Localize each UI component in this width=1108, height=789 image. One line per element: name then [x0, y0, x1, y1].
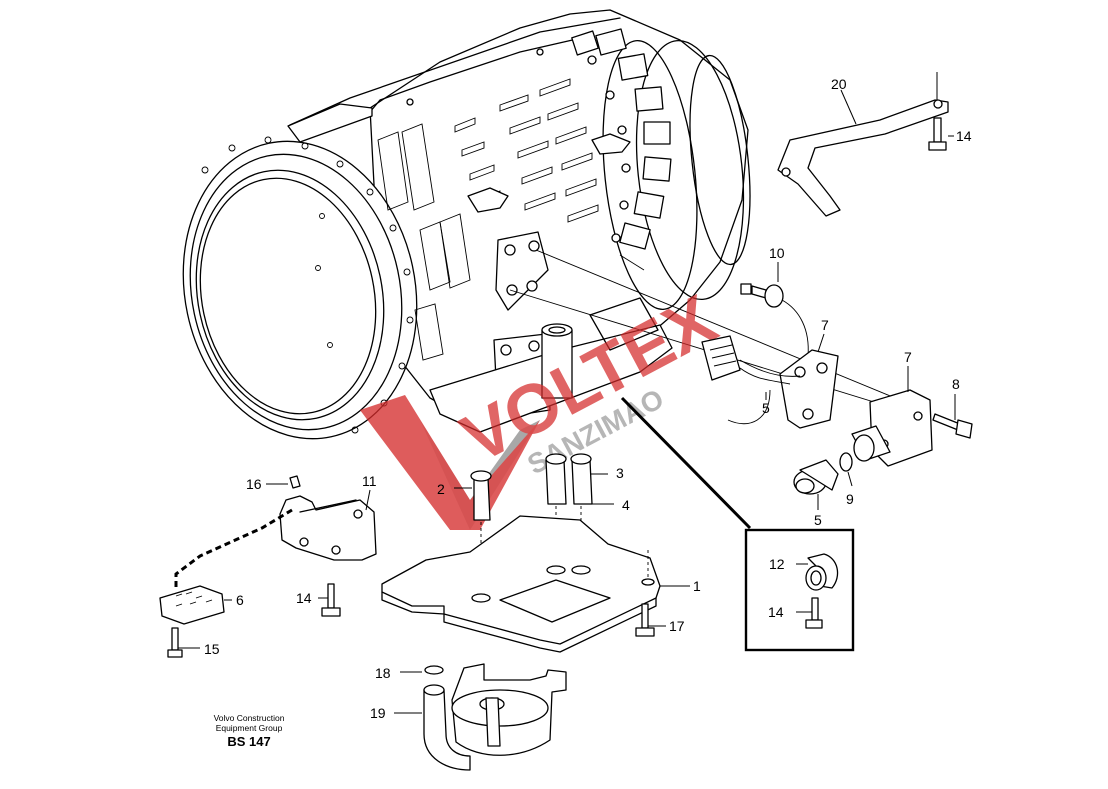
callout-9: 8 [952, 376, 960, 392]
callout-15: 15 [204, 641, 220, 657]
diagram-footer: Volvo Construction Equipment Group BS 14… [200, 713, 298, 751]
part-14-bolt-left [318, 583, 341, 617]
part-7-sensor-bracket [851, 366, 933, 467]
part-9-screw [932, 394, 973, 439]
callout-2: 2 [437, 481, 445, 497]
part-3-filter [545, 453, 567, 505]
detail-box [744, 528, 855, 652]
part-2-filter [454, 470, 492, 521]
part-4-filter [570, 453, 614, 505]
callout-10: 9 [846, 491, 854, 507]
org-line-1: Volvo Construction [213, 713, 285, 723]
part-10-oring [839, 452, 853, 487]
part-18-oring [400, 665, 444, 675]
part-8-harness [701, 333, 839, 429]
callout-5-bottom: 5 [814, 512, 822, 528]
part-5-sensor [793, 459, 839, 510]
callout-4: 4 [622, 497, 630, 513]
callout-7: 7 [904, 349, 912, 365]
part-11-connector [740, 262, 809, 357]
part-14-bolt-top [928, 117, 954, 151]
callout-14-detail: 14 [768, 604, 784, 620]
part-13-clip [796, 553, 839, 591]
callout-16: 16 [246, 476, 262, 492]
part-12-bracket [279, 489, 377, 561]
part-17-bolt [635, 603, 666, 637]
rear-windows [571, 28, 672, 250]
part-15-screw [167, 627, 200, 658]
org-line-2: Equipment Group [215, 723, 283, 733]
part-6-relay-block [159, 585, 232, 625]
callout-6: 6 [236, 592, 244, 608]
rear-flange-bolts [406, 48, 631, 243]
callout-12: 11 [362, 473, 377, 489]
callout-13: 12 [769, 556, 785, 572]
detail-leader [620, 396, 752, 530]
callout-14-top: 14 [956, 128, 972, 144]
callout-18: 18 [375, 665, 391, 681]
part-1-plate [381, 515, 690, 653]
callout-19: 19 [370, 705, 386, 721]
callout-20: 20 [831, 76, 847, 92]
part-19-suction-pipe [394, 663, 567, 771]
callout-8: 7 [821, 317, 829, 333]
callout-11: 10 [769, 245, 785, 261]
part-16-nut [266, 475, 301, 489]
transmission-housing [182, 9, 901, 440]
callout-1: 1 [693, 578, 701, 594]
part-14-bolt-detail [796, 597, 823, 629]
callout-labels: 20 14 10 7 7 8 5 9 5 3 4 2 1 17 12 14 16… [204, 76, 972, 721]
callout-3: 3 [616, 465, 624, 481]
callout-5-top: 5 [762, 400, 770, 416]
callout-14-left: 14 [296, 590, 312, 606]
housing-slots [377, 78, 599, 361]
callout-17: 17 [669, 618, 685, 634]
diagram-code: BS 147 [227, 734, 271, 749]
part-20-bracket [777, 72, 949, 217]
dashed-connection [174, 508, 293, 590]
